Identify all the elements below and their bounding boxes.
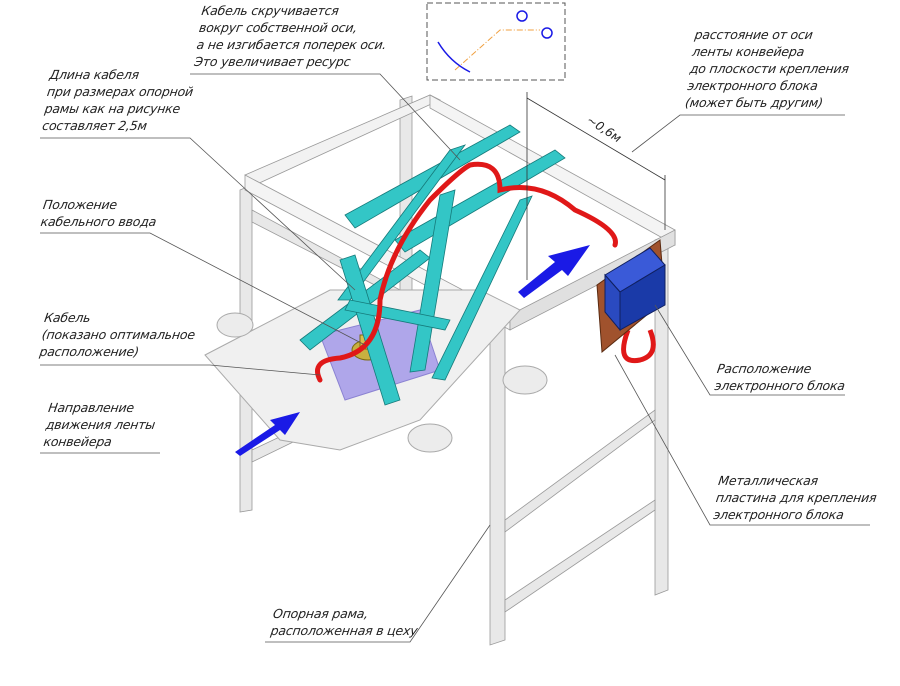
- text-line: рамы как на рисунке: [43, 101, 182, 116]
- text-line: Кабель: [43, 310, 92, 325]
- text-line: (показано оптимальное: [40, 327, 197, 342]
- label-cable-length: Длина кабеля при размерах опорной рамы к…: [41, 66, 196, 134]
- text-line: ленты конвейера: [691, 44, 806, 59]
- label-support-frame: Опорная рама, расположенная в цеху: [270, 605, 421, 639]
- text-line: Расположение: [716, 361, 813, 376]
- text-line: пластина для крепления: [714, 490, 878, 505]
- text-line: кабельного ввода: [39, 214, 158, 229]
- text-line: электронного блока: [712, 507, 845, 522]
- label-cable: Кабель (показано оптимальное расположени…: [38, 309, 198, 360]
- text-line: Кабель скручивается: [200, 3, 340, 18]
- label-metal-plate: Металлическая пластина для крепления эле…: [712, 472, 880, 523]
- label-unit-location: Расположение электронного блока: [714, 360, 849, 394]
- text-line: а не изгибается поперек оси.: [195, 37, 388, 52]
- text-line: Длина кабеля: [48, 67, 141, 82]
- label-cable-entry: Положение кабельного ввода: [40, 196, 160, 230]
- label-cable-twist: Кабель скручивается вокруг собственной о…: [193, 2, 392, 70]
- cable: [315, 161, 618, 383]
- text-line: вокруг собственной оси,: [198, 20, 359, 35]
- text-line: Опорная рама,: [272, 606, 370, 621]
- text-line: расстояние от оси: [693, 27, 814, 42]
- text-line: расположенная в цеху: [269, 623, 419, 638]
- text-line: электронного блока: [686, 78, 819, 93]
- text-line: до плоскости крепления: [688, 61, 850, 76]
- label-distance: расстояние от оси ленты конвейера до пло…: [684, 26, 855, 111]
- text-line: конвейера: [42, 434, 113, 449]
- text-line: (может быть другим): [684, 95, 824, 110]
- text-line: Положение: [42, 197, 119, 212]
- text-line: Металлическая: [717, 473, 820, 488]
- dimension-line: [526, 92, 666, 280]
- label-belt-direction: Направление движения ленты конвейера: [42, 399, 158, 450]
- text-line: расположение): [38, 344, 140, 359]
- text-line: движения ленты: [44, 417, 157, 432]
- text-line: Это увеличивает ресурс: [193, 54, 352, 69]
- twist-inset: [426, 2, 566, 81]
- text-line: составляет 2,5м: [41, 118, 148, 133]
- belt-direction-arrow: [235, 412, 300, 456]
- text-line: электронного блока: [713, 378, 846, 393]
- text-line: Направление: [47, 400, 136, 415]
- belt-direction-arrow-top: [518, 245, 590, 298]
- text-line: при размерах опорной: [46, 84, 195, 99]
- leader-lines: [40, 73, 870, 643]
- electronic-unit: [604, 247, 666, 332]
- cyan-frame: [299, 124, 566, 406]
